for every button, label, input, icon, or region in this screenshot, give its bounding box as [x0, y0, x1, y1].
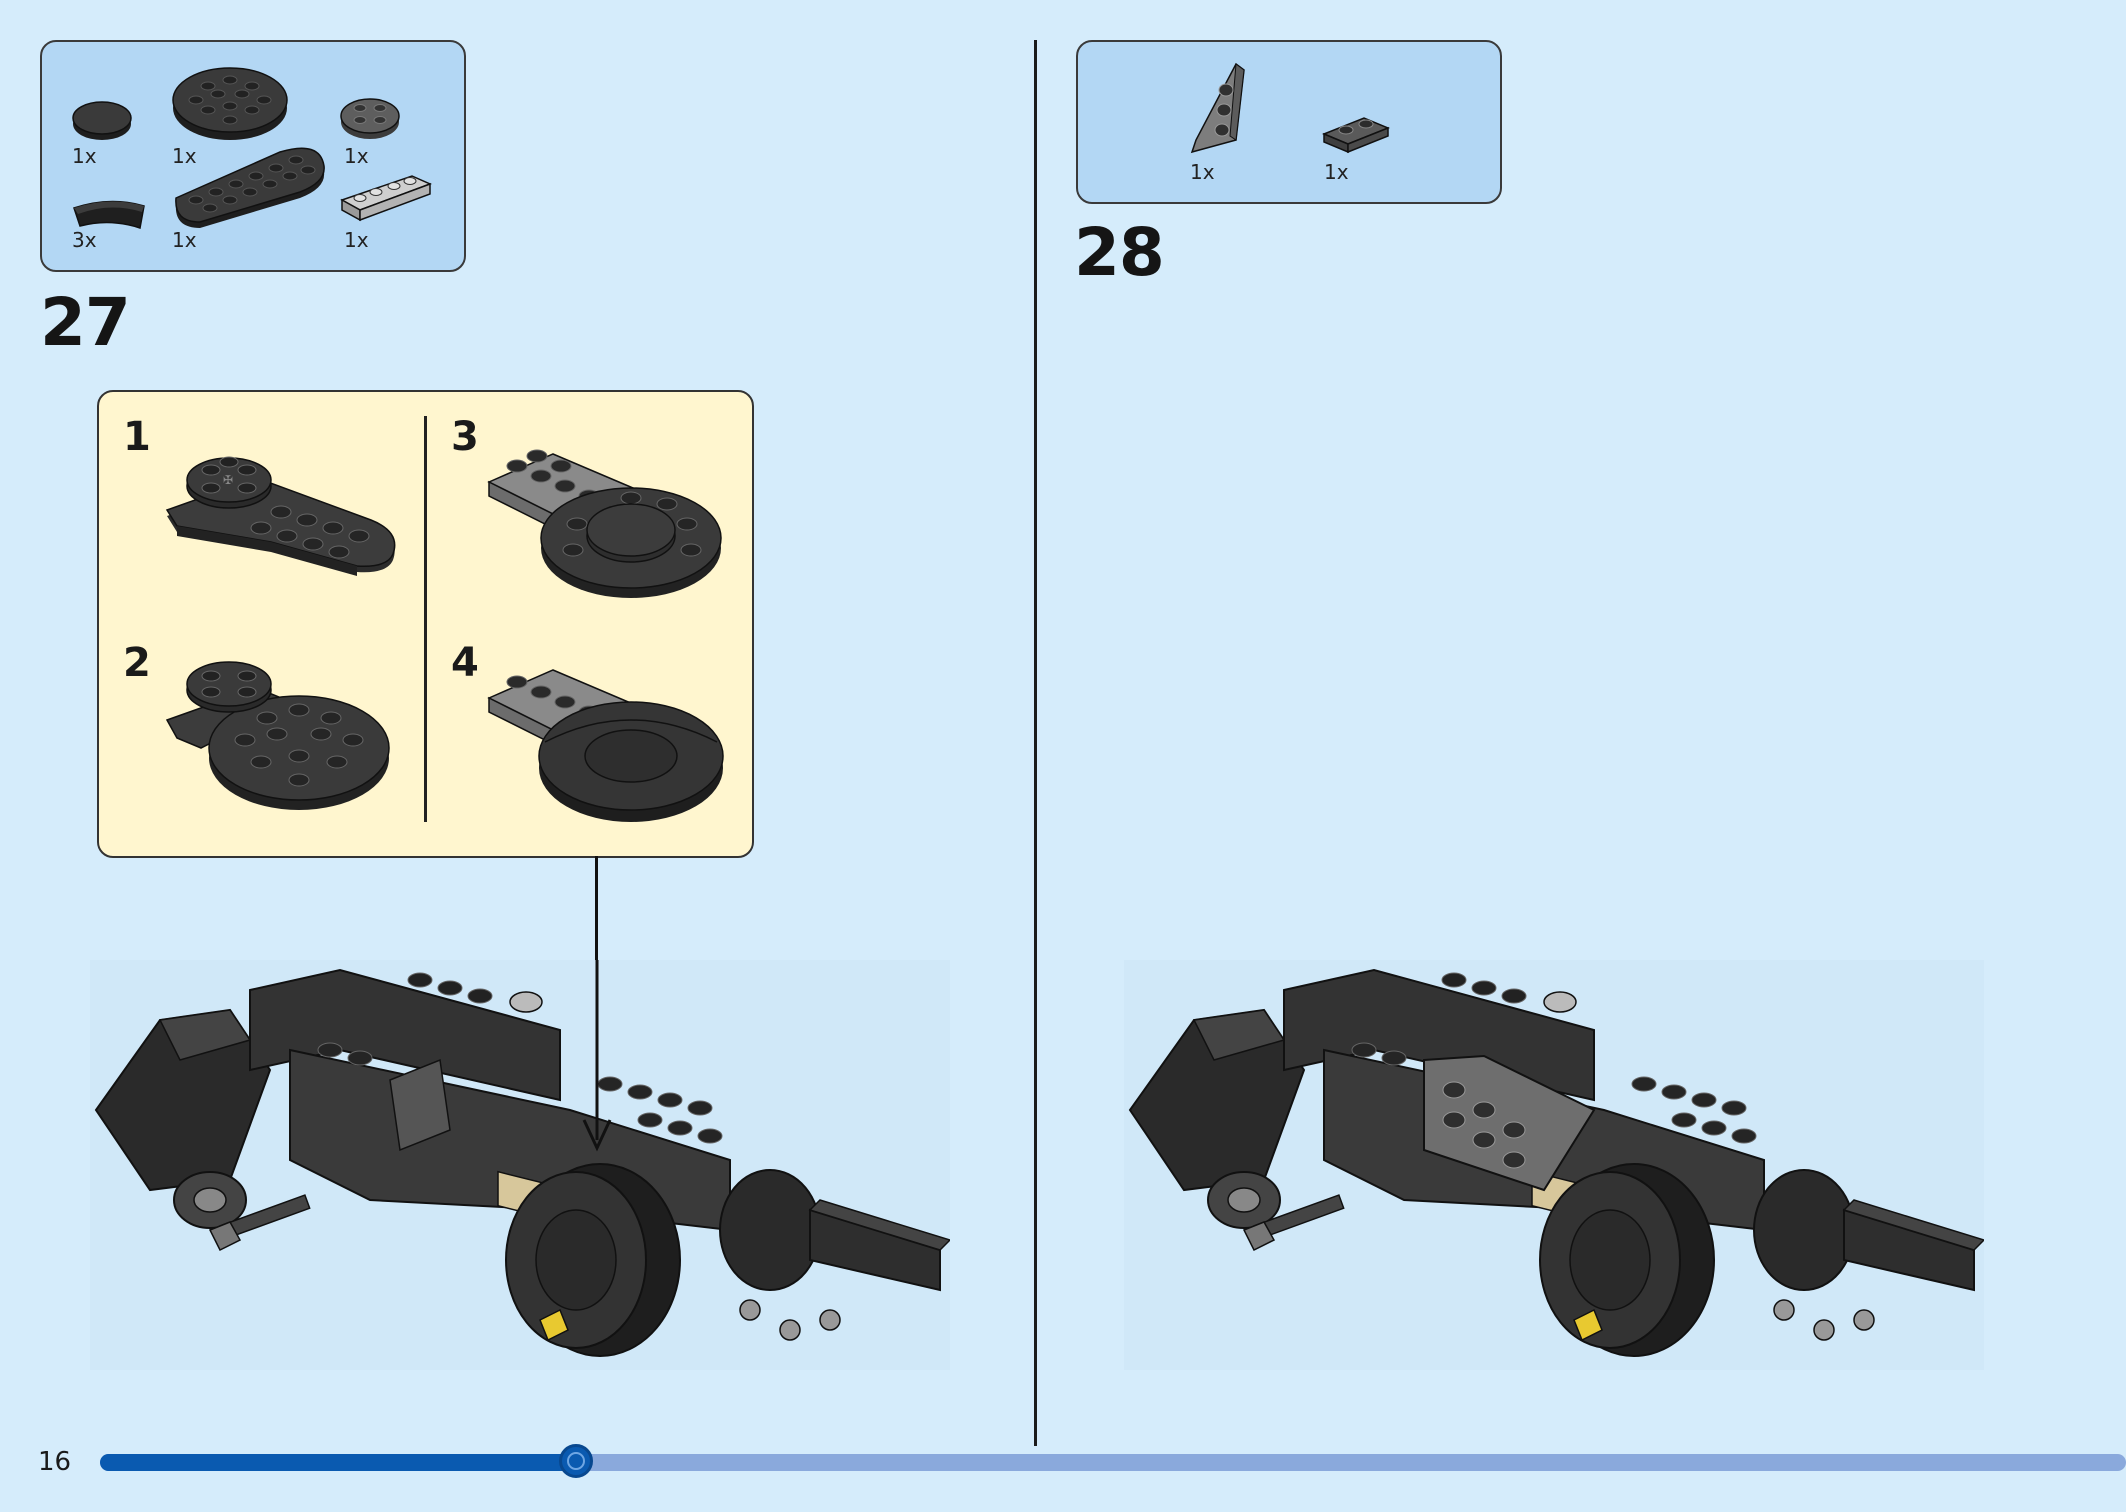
substep-1-assembly: ✠ [165, 456, 396, 576]
progress-track [100, 1454, 2126, 1471]
substep-4-assembly [487, 669, 724, 822]
parts-list-step-27: 1x 1x 1x 3x [40, 40, 466, 272]
svg-text:✠: ✠ [223, 473, 233, 487]
page-number: 16 [38, 1447, 72, 1477]
wedge-plate-grey-icon [1190, 62, 1245, 154]
step-number-28: 28 [1074, 214, 1165, 291]
plate-1x2-dark-grey-icon [1322, 117, 1390, 154]
part-qty: 1x [344, 144, 369, 168]
substep-callout: 1 2 3 4 ✠ [97, 390, 754, 858]
curved-tile-black-icon [73, 200, 145, 229]
substep-number-2: 2 [123, 640, 151, 686]
step-number-27: 27 [40, 284, 131, 361]
page-divider [1034, 40, 1037, 1446]
progress-knob[interactable] [559, 1444, 593, 1478]
part-qty: 1x [172, 144, 197, 168]
substep-divider [424, 416, 427, 822]
part-qty: 1x [1324, 160, 1349, 184]
part-qty: 1x [72, 144, 97, 168]
substep-number-1: 1 [123, 414, 151, 460]
round-plate-4x4-black-icon [172, 67, 288, 140]
substep-3-assembly [487, 449, 722, 598]
callout-pointer-line [595, 856, 598, 964]
substep-number-4: 4 [451, 640, 479, 686]
part-qty: 3x [72, 228, 97, 252]
rounded-plate-2x6-black-icon [175, 147, 325, 228]
step-27-model-assembly [90, 960, 950, 1370]
parts-list-step-28: 1x 1x [1076, 40, 1502, 204]
substep-2-assembly [165, 661, 390, 810]
plate-1x4-light-grey-icon [340, 175, 432, 222]
part-qty: 1x [172, 228, 197, 252]
step-28-model-assembly [1124, 960, 1984, 1370]
part-qty: 1x [1190, 160, 1215, 184]
substep-number-3: 3 [451, 414, 479, 460]
progress-fill [100, 1454, 576, 1471]
round-plate-2x2-dark-grey-icon [340, 98, 400, 139]
part-qty: 1x [344, 228, 369, 252]
round-tile-1x1-black-icon [72, 101, 132, 140]
